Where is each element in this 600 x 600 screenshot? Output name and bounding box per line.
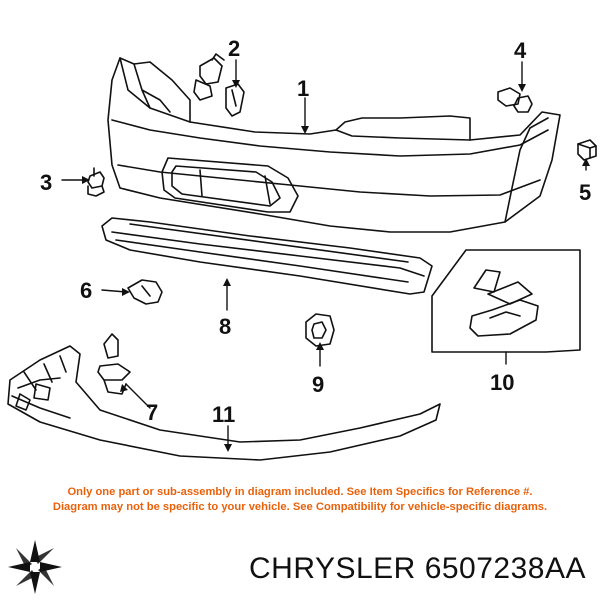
part-4-bolt (497, 87, 533, 113)
notice-line-1: Only one part or sub-assembly in diagram… (67, 486, 533, 498)
part-10-clip-kit (431, 249, 581, 353)
part-number: 6507238AA (424, 552, 586, 585)
callout-3: 3 (40, 170, 52, 195)
callout-9: 9 (312, 372, 324, 397)
parts-diagram: 1 2 3 4 5 6 7 8 9 10 11 (7, 36, 597, 461)
part-7-push-pin (97, 333, 131, 395)
part-9-spacer (305, 313, 335, 347)
callout-7: 7 (146, 400, 158, 425)
bumper-fascia (107, 53, 561, 233)
part-3-screw (87, 167, 105, 197)
callout-10: 10 (490, 370, 514, 395)
brand-part-number: CHRYSLER 6507238AA (249, 552, 586, 586)
callout-2: 2 (228, 36, 240, 61)
chrysler-pentastar-icon (8, 540, 62, 594)
callout-5: 5 (579, 180, 591, 205)
callout-8: 8 (219, 314, 231, 339)
part-6-retainer (127, 279, 163, 305)
callout-11: 11 (212, 402, 235, 427)
compatibility-notice: Only one part or sub-assembly in diagram… (0, 482, 600, 522)
part-2-clip (225, 83, 245, 117)
callout-6: 6 (80, 278, 92, 303)
notice-line-2: Diagram may not be specific to your vehi… (52, 501, 548, 513)
part-11-air-dam (7, 345, 441, 461)
callout-1: 1 (297, 76, 309, 101)
part-8-absorber (101, 217, 433, 295)
footer: CHRYSLER 6507238AA (0, 530, 600, 600)
part-5-nut (577, 139, 597, 161)
leader-arrowheads (82, 80, 590, 452)
brand-name: CHRYSLER (249, 552, 416, 585)
callout-4: 4 (514, 38, 527, 63)
